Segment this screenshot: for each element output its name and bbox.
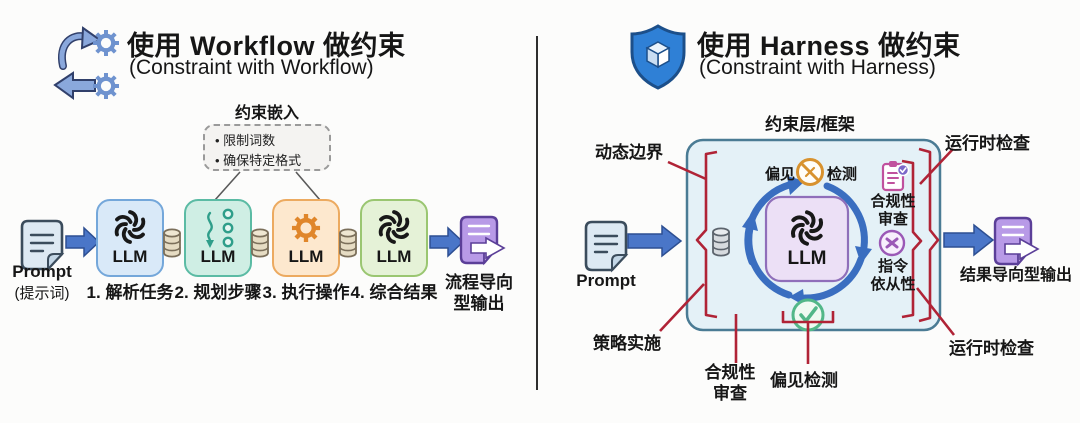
database-icon	[251, 228, 269, 258]
constraint-annotation-lines	[659, 147, 956, 364]
cycle-arrows	[742, 176, 872, 306]
line-runtime-check-bottom	[915, 287, 956, 336]
arrow-llm4-to-output	[429, 226, 465, 258]
database-icon	[712, 227, 730, 257]
flow-branch-icon	[206, 208, 234, 248]
arrow-prompt-to-llm1	[65, 226, 101, 258]
output-document-icon	[459, 215, 506, 265]
llm-label-4: LLM	[376, 247, 412, 266]
llm-center-box	[764, 195, 850, 283]
prompt-label-right: Prompt	[576, 271, 636, 290]
bias-right-label: 检测	[827, 166, 858, 183]
prompt-label: Prompt	[12, 262, 72, 281]
line-runtime-check-top	[919, 148, 954, 185]
policy-enforcement-label: 策略实施	[593, 334, 661, 353]
llm-center-label: LLM	[787, 248, 827, 269]
workflow-output-label: 流程导向 型输出	[445, 273, 513, 313]
step-label-4: 4. 综合结果	[350, 283, 438, 302]
compliance-review-label: 合规性 审查	[870, 193, 916, 229]
shield-cube-icon	[630, 24, 686, 90]
bracket-left	[695, 150, 718, 319]
llm-label-3: LLM	[288, 247, 324, 266]
step-label-3: 3. 执行操作	[262, 283, 350, 302]
workflow-arrows-gears-icon	[53, 26, 119, 99]
arrow-prompt-to-harness	[627, 224, 683, 258]
right-panel-subtitle: (Constraint with Harness)	[699, 56, 936, 79]
constraint-embed-box: 限制词数 确保特定格式	[203, 124, 331, 171]
prompt-document-icon	[584, 220, 628, 272]
step-box-2	[184, 199, 252, 277]
left-panel-title: 使用 Workflow 做约束	[127, 31, 406, 61]
constraint-connector-lines	[214, 171, 321, 201]
right-panel-title: 使用 Harness 做约束	[697, 31, 961, 61]
runtime-check-top-label: 运行时检查	[945, 134, 1030, 153]
llm-label-2: LLM	[200, 247, 236, 266]
left-panel-subtitle: (Constraint with Workflow)	[129, 56, 374, 79]
step-label-1: 1. 解析任务	[86, 283, 174, 302]
frame-title: 约束层/框架	[765, 115, 855, 134]
compliance-review-bottom-label: 合规性 审查	[704, 363, 756, 403]
compliance-clipboard-icon	[881, 161, 910, 192]
line-dynamic-boundary	[667, 160, 707, 181]
output-document-icon	[993, 216, 1040, 266]
arrow-harness-to-output	[943, 223, 995, 257]
instruction-adherence-label: 指令 依从性	[870, 258, 916, 294]
bias-left-label: 偏见	[764, 166, 795, 183]
database-icon	[163, 228, 181, 258]
bracket-right-inner	[901, 159, 923, 319]
constraint-item: 确保特定格式	[215, 151, 321, 171]
bias-detection-bottom-label: 偏见检测	[770, 371, 838, 390]
bracket-right-outer	[918, 147, 940, 323]
llm-label-1: LLM	[112, 247, 148, 266]
step-label-2: 2. 规划步骤	[174, 283, 262, 302]
no-bias-icon	[796, 158, 824, 186]
line-policy-enforcement	[659, 283, 705, 332]
dynamic-boundary-label: 动态边界	[595, 143, 663, 162]
step-box-4	[360, 199, 428, 277]
constraint-embed-title: 约束嵌入	[234, 105, 299, 122]
constraint-item: 限制词数	[215, 131, 321, 151]
harness-output-label: 结果导向型输出	[959, 267, 1072, 284]
instruction-adherence-icon	[878, 229, 906, 257]
step-box-1	[96, 199, 164, 277]
runtime-check-bottom-label: 运行时检查	[949, 339, 1034, 358]
database-icon	[339, 228, 357, 258]
prompt-sublabel: (提示词)	[14, 285, 70, 302]
